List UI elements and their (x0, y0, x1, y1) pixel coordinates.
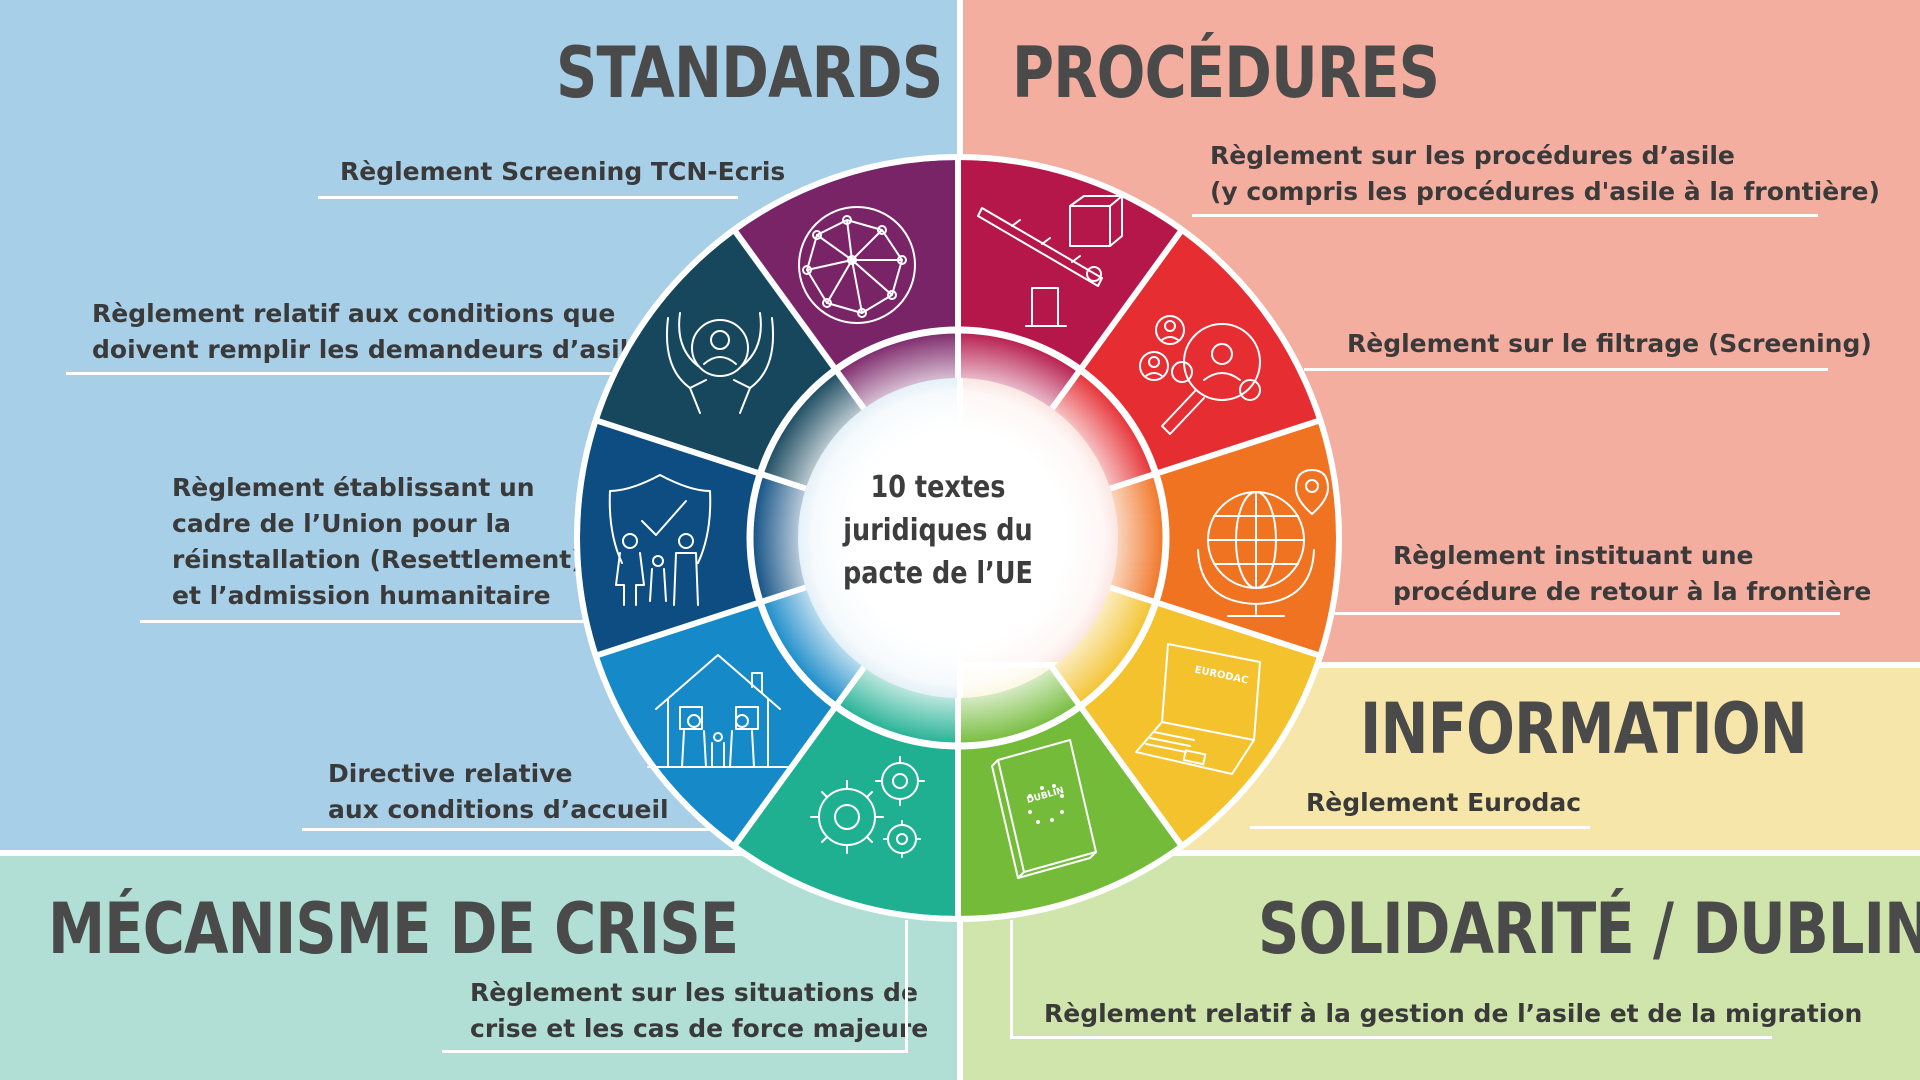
procedures-heading: PROCÉDURES (1012, 32, 1440, 114)
family-shield-icon (608, 474, 712, 606)
center-disc (850, 430, 1066, 646)
information-heading: INFORMATION (1360, 688, 1808, 770)
label-qualification: Règlement relatif aux conditions que doi… (92, 299, 646, 364)
connector-line (905, 920, 908, 1053)
wheel-segment-reinstallation (579, 421, 761, 655)
network-globe-icon (798, 206, 916, 324)
underline (66, 372, 612, 375)
wheel-outer-border (574, 154, 1342, 922)
crise-panel (0, 856, 957, 1080)
wheel-divider (1109, 417, 1321, 492)
wheel-divider (1049, 665, 1184, 848)
connector-line (1010, 920, 1013, 1039)
wheel-segment-retour (1155, 421, 1336, 655)
underline (1304, 368, 1828, 371)
underline (1302, 612, 1840, 615)
wheel-divider (595, 417, 807, 492)
label-accueil: Directive relative aux conditions d’accu… (328, 759, 669, 824)
solidarite-panel (963, 856, 1920, 1080)
label-retour: Règlement instituant une procédure de re… (1393, 541, 1872, 606)
underline (1010, 1036, 1772, 1039)
underline (1192, 214, 1818, 217)
label-filtrage: Règlement sur le filtrage (Screening) (1347, 329, 1872, 358)
label-crise: Règlement sur les situations de crise et… (470, 978, 929, 1043)
underline (442, 1050, 908, 1053)
standards-heading: STANDARDS (556, 32, 943, 114)
wheel-ring (746, 326, 1170, 750)
wheel-segment-gestion-asile (958, 706, 1181, 916)
wheel-segment-procedures-asile (958, 160, 1181, 370)
wheel-segment-screening-tcn (735, 160, 958, 370)
wheel-divider (732, 228, 867, 411)
magnifier-people-icon (1139, 315, 1261, 435)
border-barrier-icon (977, 195, 1123, 327)
underline (1250, 826, 1590, 829)
label-eurodac: Règlement Eurodac (1306, 788, 1582, 817)
family-house-icon (647, 654, 789, 768)
label-procedures-asile: Règlement sur les procédures d’asile (y … (1210, 141, 1880, 206)
solidarite-heading: SOLIDARITÉ / DUBLIN (1258, 888, 1920, 970)
wheel-divider (1049, 228, 1184, 411)
label-reinstallation: Règlement établissant un cadre de l’Unio… (172, 473, 583, 610)
center-title: 10 textes juridiques du pacte de l’UE (843, 470, 1033, 591)
protecting-hands-icon (666, 312, 774, 414)
crise-heading: MÉCANISME DE CRISE (48, 888, 739, 970)
label-gestion-asile: Règlement relatif à la gestion de l’asil… (1044, 999, 1863, 1028)
globe-pin-icon (1197, 469, 1329, 617)
underline (140, 620, 586, 623)
gears-icon (810, 756, 925, 858)
underline (302, 828, 720, 831)
wheel-segment-crise (735, 706, 958, 916)
wheel-divider (595, 584, 807, 659)
wheel-divider (1109, 584, 1321, 659)
wheel-divider (732, 665, 867, 848)
underline (318, 196, 738, 199)
label-screening-tcn: Règlement Screening TCN-Ecris (340, 157, 786, 186)
